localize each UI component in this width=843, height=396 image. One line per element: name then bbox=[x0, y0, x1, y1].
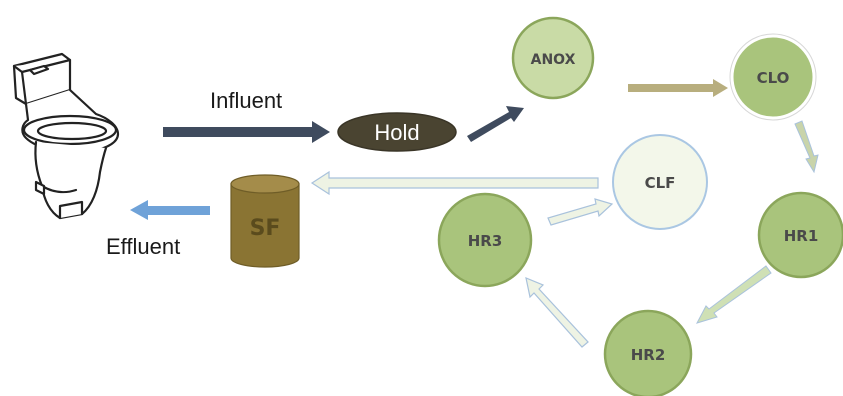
hr3-to-clf-arrow bbox=[547, 198, 614, 226]
influent-arrow bbox=[163, 121, 330, 143]
hold-node: Hold bbox=[337, 112, 457, 152]
clo-label: CLO bbox=[757, 69, 790, 87]
clf-to-sf-arrow bbox=[310, 170, 599, 196]
hr1-node: HR1 bbox=[757, 191, 843, 279]
effluent-label: Effluent bbox=[106, 234, 180, 259]
hold-label: Hold bbox=[374, 120, 419, 145]
hr3-node: HR3 bbox=[437, 192, 533, 288]
sf-label: SF bbox=[250, 216, 281, 241]
anox-to-clo-arrow bbox=[628, 79, 728, 97]
anox-label: ANOX bbox=[531, 52, 576, 68]
clo-to-hr1-arrow bbox=[794, 120, 819, 174]
sf-tank: SF bbox=[230, 174, 300, 268]
hr3-label: HR3 bbox=[468, 232, 503, 250]
hold-to-anox-arrow bbox=[467, 106, 524, 142]
hr2-label: HR2 bbox=[631, 346, 666, 364]
clf-label: CLF bbox=[645, 174, 676, 192]
hr2-to-hr3-arrow bbox=[525, 277, 589, 348]
hr2-node: HR2 bbox=[603, 309, 693, 396]
influent-label: Influent bbox=[210, 88, 282, 113]
anox-node: ANOX bbox=[511, 16, 595, 100]
clf-node: CLF bbox=[612, 134, 708, 230]
toilet-icon bbox=[12, 52, 120, 220]
hr1-label: HR1 bbox=[784, 227, 819, 245]
hr1-to-hr2-arrow bbox=[695, 265, 772, 324]
clo-node: CLO bbox=[729, 33, 817, 121]
effluent-arrow bbox=[130, 200, 210, 220]
